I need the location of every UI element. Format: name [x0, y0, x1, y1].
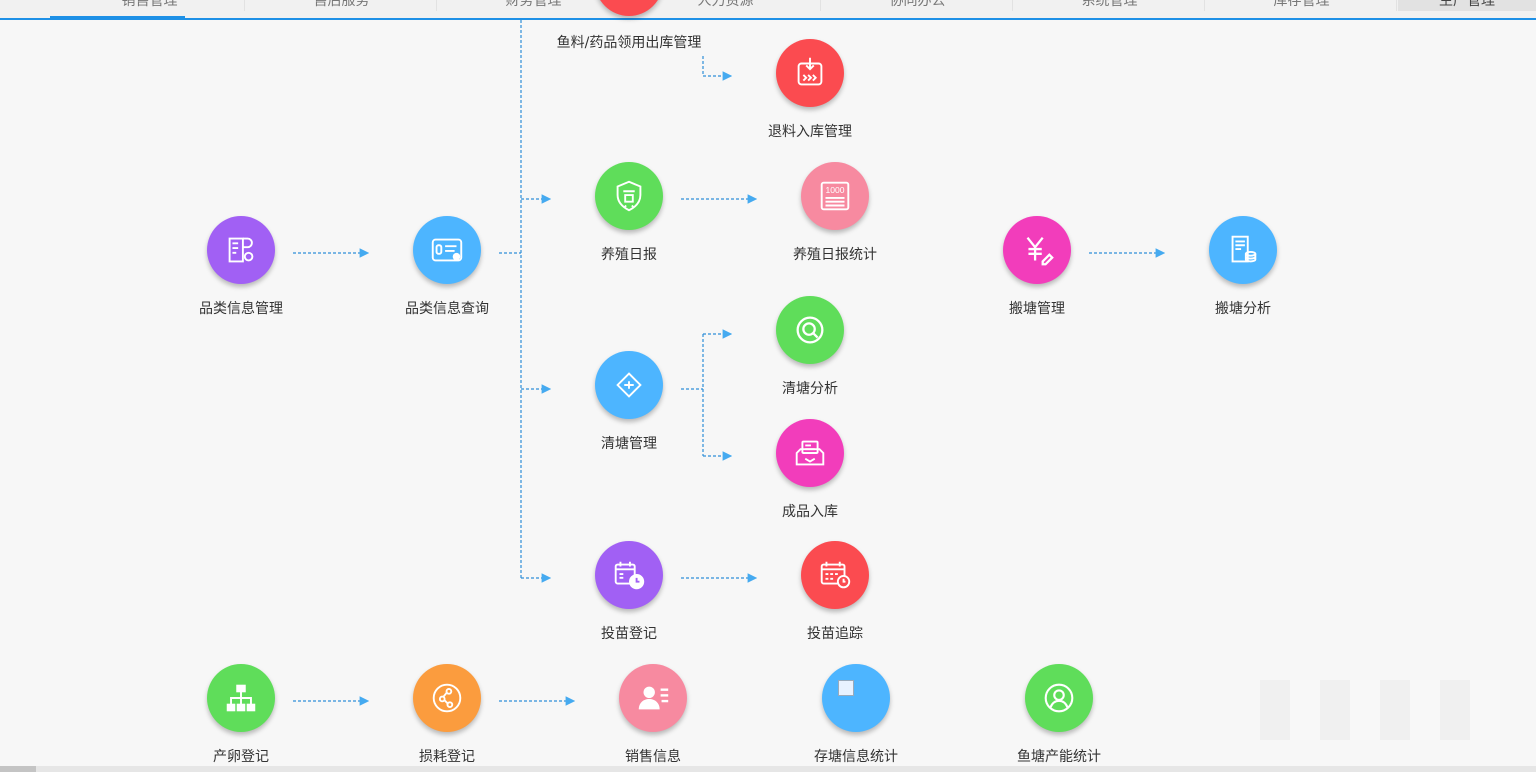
node-daily-report[interactable]: 养殖日报	[554, 162, 704, 266]
node-seedling-register[interactable]: 投苗登记	[554, 541, 704, 645]
fish-feed-issue-icon	[595, 0, 663, 16]
node-label: 鱼料/药品领用出库管理	[556, 35, 702, 51]
node-category-management[interactable]: 品类信息管理	[166, 216, 316, 320]
node-pond-clean-analysis[interactable]: 清塘分析	[735, 296, 885, 400]
calendar-timer-icon	[801, 541, 869, 609]
node-label: 销售信息	[625, 749, 681, 765]
yen-edit-icon	[1003, 216, 1071, 284]
node-label: 品类信息查询	[405, 301, 489, 317]
inbox-card-icon	[776, 419, 844, 487]
inspection-diamond-icon	[595, 351, 663, 419]
calendar-clock-icon	[595, 541, 663, 609]
node-sales-info[interactable]: 销售信息	[578, 664, 728, 768]
user-profile-icon	[619, 664, 687, 732]
node-label: 退料入库管理	[768, 124, 852, 140]
node-label: 投苗追踪	[807, 626, 863, 642]
node-category-query[interactable]: 品类信息查询	[372, 216, 522, 320]
node-label: 鱼塘产能统计	[1017, 749, 1101, 765]
node-label: 损耗登记	[419, 749, 475, 765]
tab-sales[interactable]: 销售管理	[55, 0, 245, 11]
org-chart-icon	[207, 664, 275, 732]
active-tab-indicator	[50, 16, 185, 18]
top-navigation: 销售管理 售后服务 财务管理 人力资源 协同办公 系统管理 库存管理 生产管理	[0, 0, 1536, 20]
magnifier-icon	[776, 296, 844, 364]
broken-image-placeholder	[838, 680, 854, 696]
node-finished-goods-in[interactable]: 成品入库	[735, 419, 885, 523]
tab-hr[interactable]: 人力资源	[631, 0, 821, 11]
node-label: 产卵登记	[213, 749, 269, 765]
quality-shield-icon	[595, 162, 663, 230]
tab-after-sales[interactable]: 售后服务	[247, 0, 437, 11]
node-loss-register[interactable]: 损耗登记	[372, 664, 522, 768]
user-circle-icon	[1025, 664, 1093, 732]
horizontal-scrollbar[interactable]	[0, 766, 1536, 772]
node-label: 成品入库	[782, 504, 838, 520]
node-label: 养殖日报统计	[793, 247, 877, 263]
tab-office[interactable]: 协同办公	[823, 0, 1013, 11]
node-spawn-register[interactable]: 产卵登记	[166, 664, 316, 768]
document-gear-icon	[207, 216, 275, 284]
node-label: 存塘信息统计	[814, 749, 898, 765]
tab-system[interactable]: 系统管理	[1015, 0, 1205, 11]
node-pond-clean[interactable]: 清塘管理	[554, 351, 704, 455]
report-coins-icon	[1209, 216, 1277, 284]
node-pond-capacity-stats[interactable]: 鱼塘产能统计	[984, 664, 1134, 768]
scrollbar-thumb[interactable]	[0, 766, 36, 772]
node-label: 清塘管理	[601, 436, 657, 452]
node-label: 搬塘管理	[1009, 301, 1065, 317]
node-label: 清塘分析	[782, 381, 838, 397]
node-label: 养殖日报	[601, 247, 657, 263]
node-label: 投苗登记	[601, 626, 657, 642]
node-label: 搬塘分析	[1215, 301, 1271, 317]
share-nodes-icon	[413, 664, 481, 732]
blurred-overlay	[1260, 680, 1500, 740]
tab-inventory[interactable]: 库存管理	[1207, 0, 1397, 11]
inbox-download-icon	[776, 39, 844, 107]
node-daily-stats[interactable]: 1000 养殖日报统计	[760, 162, 910, 266]
production-card-icon	[413, 216, 481, 284]
node-return-in[interactable]: 退料入库管理	[735, 39, 885, 143]
svg-text:1000: 1000	[825, 185, 844, 195]
node-pond-move-analysis[interactable]: 搬塘分析	[1168, 216, 1318, 320]
node-seedling-track[interactable]: 投苗追踪	[760, 541, 910, 645]
broken-image-icon	[822, 664, 890, 732]
node-pond-stock-stats[interactable]: 存塘信息统计	[781, 664, 931, 768]
tab-production[interactable]: 生产管理	[1398, 0, 1536, 11]
node-fish-feed-issue[interactable]: 鱼料/药品领用出库管理	[554, 0, 704, 54]
node-label: 品类信息管理	[199, 301, 283, 317]
banknote-icon: 1000	[801, 162, 869, 230]
node-pond-move[interactable]: 搬塘管理	[962, 216, 1112, 320]
